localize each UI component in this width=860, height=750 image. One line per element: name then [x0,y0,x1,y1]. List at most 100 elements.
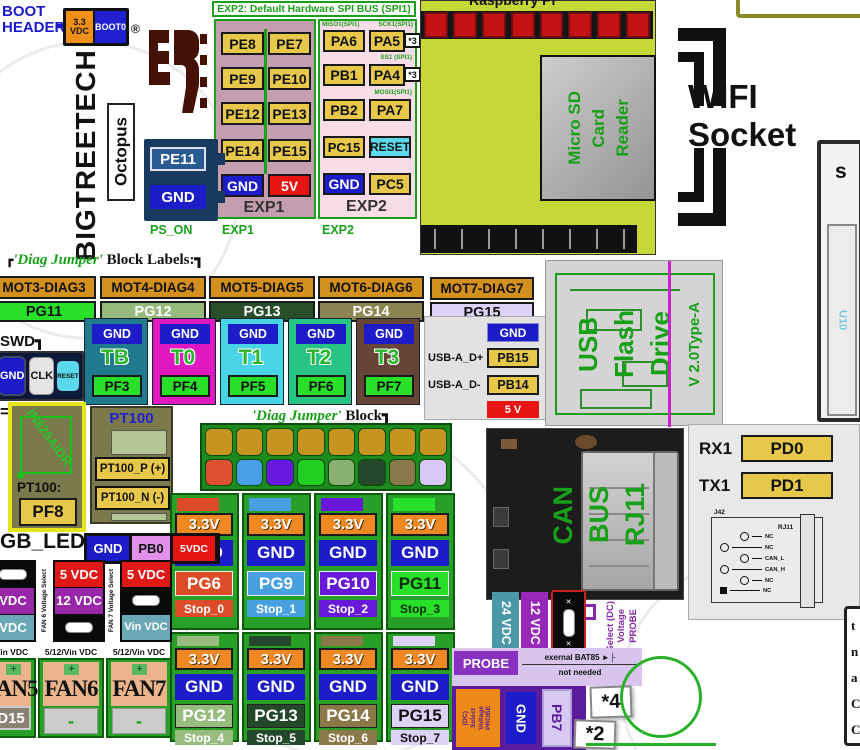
exp1-bus-line [264,29,267,174]
pcb-outline-line [586,743,716,746]
exp2-block: MISO1(SPI1) SCK1(SPI1) PA6 PA5 *3 SS1 (S… [318,19,421,219]
pcb-outline-circle [620,656,702,738]
pcb-component [493,507,509,527]
fan5-pin-pd15: D15 [0,706,31,730]
diag-pad [327,428,356,456]
pt100-title: PT100 [109,409,154,427]
wifi-bracket-top-inner [678,52,704,106]
note-star3: *3 [404,67,421,82]
diag-pad [419,428,447,456]
fan6-connector: + FAN6 - [38,658,104,738]
tb-name: TB [101,346,129,369]
t2-name: T2 [306,346,332,369]
t1-pin-pf5: PF5 [228,375,278,397]
fan5-voltage-select: VDC VDC [0,560,36,642]
ps-on-block: PE11 GND [144,139,225,221]
pt100-pad [111,430,167,455]
wifi-bracket-bottom-outer [678,148,726,226]
diag-pad [296,428,325,456]
fan7-name: FAN7 [112,676,166,701]
t2-gnd: GND [296,324,346,344]
exp1-block: PE8 PE7 PE9 PE10 PE12 PE13 PE14 PE15 GND… [214,19,316,219]
pin-pb1: PB1 [323,64,365,86]
ps-on-tab [217,153,225,165]
wifi-socket-label-line1: WIFI [688,78,758,115]
stop2-tab [321,498,363,511]
pt100-pad [111,513,167,521]
endstop-stop4: 3.3V GND PG12 Stop_4 [170,632,239,745]
flash-pad [586,309,642,331]
fan7-pad: - [112,708,166,734]
pin-pb2: PB2 [323,99,365,121]
diag-block-title-black: Block┓ [341,408,392,424]
can-bus-text: CAN BUS RJ11 [529,437,669,593]
pin-pf8: PF8 [19,498,77,526]
endstop-stop7: 3.3V GND PG15 Stop_7 [386,632,455,745]
boot0-pin: BOOT0 [94,11,126,43]
tb-gnd: GND [92,324,142,344]
stop3-gnd: GND [391,540,449,566]
stop5-3v3: 3.3V [247,648,305,670]
exp2-spi-title: EXP2: Default Hardware SPI BUS (SPI1) [212,1,416,17]
flash-pad [580,389,652,409]
amp-chip-outline [20,416,72,474]
wifi-bracket-top-outer [678,28,726,106]
fan5-vin-option: VDC [0,614,34,640]
pin-pc15: PC15 [323,136,365,158]
probe-connector-block: (DC) Select Voltage PROBE GND PB7 [452,686,586,750]
diag-labels-title: ┏'Diag Jumper' Block Labels:┓ [6,250,204,269]
mot5-diag5-label: MOT5-DIAG5 [209,276,315,299]
pin-pg13: PG13 [247,704,305,728]
flash-pad [622,361,668,387]
t0-pin-pf4: PF4 [160,375,210,397]
ps-on-gnd: GND [150,185,206,209]
t3-name: T3 [374,346,400,369]
pin-pe11: PE11 [150,147,206,171]
stop0-label: Stop_0 [175,600,233,617]
registered-mark: ® [131,22,140,36]
fan5-jumper [0,562,34,588]
mot3-diag3-label: MOT3-DIAG3 [0,276,96,299]
pin-pa5: PA5 [369,30,405,52]
rj11-ref: RJ11 [778,524,794,531]
endstop-stop3: 3.3V GND PG11 Stop_3 [386,493,455,630]
fan6-minus: - [68,710,74,731]
boot-header-line2: HEADER [2,18,66,36]
stop2-3v3: 3.3V [319,513,377,536]
endstop-stop6: 3.3V GND PG14 Stop_6 [314,632,383,745]
pt100-caption: PT100: [17,480,62,495]
exp2-gnd: GND [323,173,365,195]
pin-pc5: PC5 [369,173,411,195]
flash-type-label: V 2.0Type-A [685,301,703,387]
flash-word-flash: Flash [609,310,639,378]
sd-text-line3: Reader [612,99,632,157]
diag-pad [266,428,294,456]
mot7-diag7-label: MOT7-DIAG7 [430,277,534,300]
stop1-gnd: GND [247,540,305,566]
thermistor-t2: GND T2 PF6 [288,318,352,405]
diag-pad [235,428,264,456]
pin-reset: RESET [369,136,411,158]
pin-pa7: PA7 [369,99,411,121]
rgb-gnd: GND [87,536,129,561]
fan6-jumper [55,614,103,640]
sd-text-line1: Micro SD [564,91,584,165]
diag-labels-title-green: 'Diag Jumper' [13,252,103,268]
board-name: Octopus [107,103,135,201]
endstop-stop5: 3.3V GND PG13 Stop_5 [242,632,311,745]
miso1-label: MISO1(SPI1) [322,21,360,28]
stop1-label: Stop_1 [247,600,305,617]
pin-pg14: PG14 [319,704,377,728]
boot-header-label: BOOT HEADER [2,4,72,36]
j42-ref: J42 [714,509,725,516]
fan6-plus: + [64,664,79,675]
can-pins-panel: RX1 PD0 TX1 PD1 J42 RJ11 NC NC CAN_L CAN… [688,424,860,620]
usb-5v: 5 V [487,401,539,418]
fan6-header: 5/12/Vin VDC [44,646,98,657]
rgb-led-label: GB_LEDH [0,530,101,553]
fan6-12v-option: 12 VDC [55,588,103,614]
ss1-label: SS1 (SPI1) [380,54,413,61]
exp1-name: EXP1 [243,199,285,216]
pin-pb7: PB7 [542,689,572,747]
